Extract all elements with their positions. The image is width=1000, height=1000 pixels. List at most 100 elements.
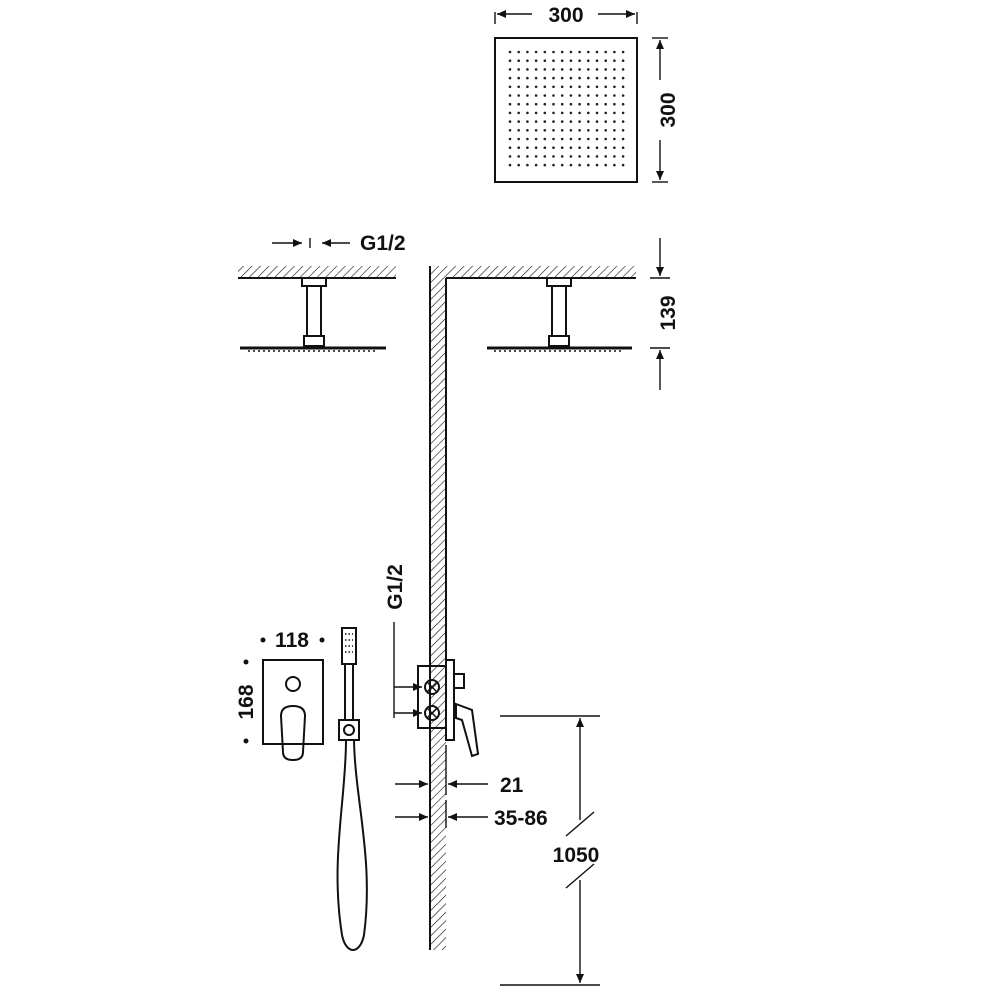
nozzle-dot (526, 102, 529, 106)
nozzle-dot (578, 155, 581, 158)
nozzle-dot (578, 163, 581, 167)
nozzle-dot (595, 50, 599, 54)
nozzle-dot (604, 68, 607, 71)
nozzle-dot (560, 85, 564, 89)
nozzle-dot (508, 155, 512, 158)
wall-range-label: 35-86 (494, 807, 548, 830)
plate-height-label: 168 (235, 684, 258, 719)
nozzle-dot (560, 76, 564, 80)
nozzle-dot (526, 50, 529, 54)
head-width-dimension: 300 (494, 4, 638, 27)
nozzle-dot (587, 102, 590, 106)
valve-depth-label: 21 (500, 774, 524, 797)
nozzle-dot (534, 137, 538, 141)
nozzle-dot (595, 120, 599, 123)
nozzle-dot (595, 94, 599, 97)
nozzle-dot (534, 102, 538, 106)
nozzle-dot (569, 120, 573, 123)
nozzle-dot (569, 163, 573, 167)
nozzle-dot (604, 102, 607, 106)
nozzle-dot (552, 155, 555, 158)
nozzle-dot (578, 94, 581, 97)
nozzle-dot (517, 129, 520, 132)
nozzle-dot (560, 120, 564, 123)
nozzle-dot (508, 50, 512, 54)
shower-arm-left (240, 277, 386, 352)
nozzle-dot (613, 94, 616, 97)
nozzle-dot (508, 137, 512, 141)
plate-width-label: 118 (275, 629, 309, 652)
nozzle-dot (534, 120, 538, 123)
nozzle-dot (604, 76, 607, 80)
nozzle-dot (526, 137, 529, 141)
nozzle-dot (587, 94, 590, 97)
nozzle-dot (526, 146, 529, 149)
nozzle-dot (560, 129, 564, 132)
nozzle-dot (517, 68, 520, 71)
nozzle-dot (569, 111, 573, 115)
nozzle-dot (604, 163, 607, 167)
nozzle-dot (621, 155, 625, 158)
nozzle-dot (604, 155, 607, 158)
shower-hose (336, 739, 368, 951)
nozzle-dot (517, 85, 520, 89)
nozzle-dot (569, 102, 573, 106)
nozzle-dot (552, 85, 555, 89)
nozzle-dot (613, 155, 616, 158)
nozzle-dot (595, 68, 599, 71)
nozzle-dot (552, 111, 555, 115)
nozzle-dot (613, 146, 616, 149)
nozzle-dot (560, 155, 564, 158)
arm-drop-label: 139 (657, 295, 680, 330)
nozzle-dot (517, 59, 520, 62)
nozzle-dot (543, 102, 547, 106)
nozzle-dot (587, 137, 590, 141)
nozzle-dot (543, 50, 547, 54)
nozzle-dot (508, 76, 512, 80)
nozzle-grid (508, 50, 625, 167)
nozzle-dot (621, 120, 625, 123)
plate-width-dimension: 118 (260, 629, 325, 652)
nozzle-dot (560, 59, 564, 62)
nozzle-dot (604, 111, 607, 115)
nozzle-dot (517, 155, 520, 158)
ceiling-left (238, 266, 396, 279)
nozzle-dot (508, 85, 512, 89)
nozzle-dot (543, 129, 547, 132)
inlet-thread-side-dimension: G1/2 (384, 564, 422, 718)
nozzle-dot (569, 59, 573, 62)
nozzle-dot (517, 76, 520, 80)
nozzle-dot (560, 163, 564, 167)
nozzle-dot (534, 111, 538, 115)
nozzle-dot (595, 163, 599, 167)
nozzle-dot (621, 50, 625, 54)
nozzle-dot (508, 68, 512, 71)
nozzle-dot (552, 50, 555, 54)
shower-head-plan-view (494, 37, 638, 183)
nozzle-dot (569, 85, 573, 89)
nozzle-dot (552, 129, 555, 132)
nozzle-dot (543, 146, 547, 149)
nozzle-dot (595, 155, 599, 158)
nozzle-dot (613, 120, 616, 123)
nozzle-dot (587, 120, 590, 123)
nozzle-dot (604, 94, 607, 97)
nozzle-dot (543, 111, 547, 115)
nozzle-dot (587, 146, 590, 149)
nozzle-dot (560, 137, 564, 141)
nozzle-dot (621, 76, 625, 80)
nozzle-dot (604, 85, 607, 89)
nozzle-dot (604, 146, 607, 149)
nozzle-dot (552, 120, 555, 123)
nozzle-dot (517, 163, 520, 167)
nozzle-dot (552, 68, 555, 71)
nozzle-dot (569, 68, 573, 71)
nozzle-dot (621, 111, 625, 115)
nozzle-dot (543, 120, 547, 123)
nozzle-dot (595, 85, 599, 89)
nozzle-dot (621, 94, 625, 97)
nozzle-dot (578, 68, 581, 71)
nozzle-dot (621, 146, 625, 149)
nozzle-dot (595, 146, 599, 149)
nozzle-dot (517, 137, 520, 141)
